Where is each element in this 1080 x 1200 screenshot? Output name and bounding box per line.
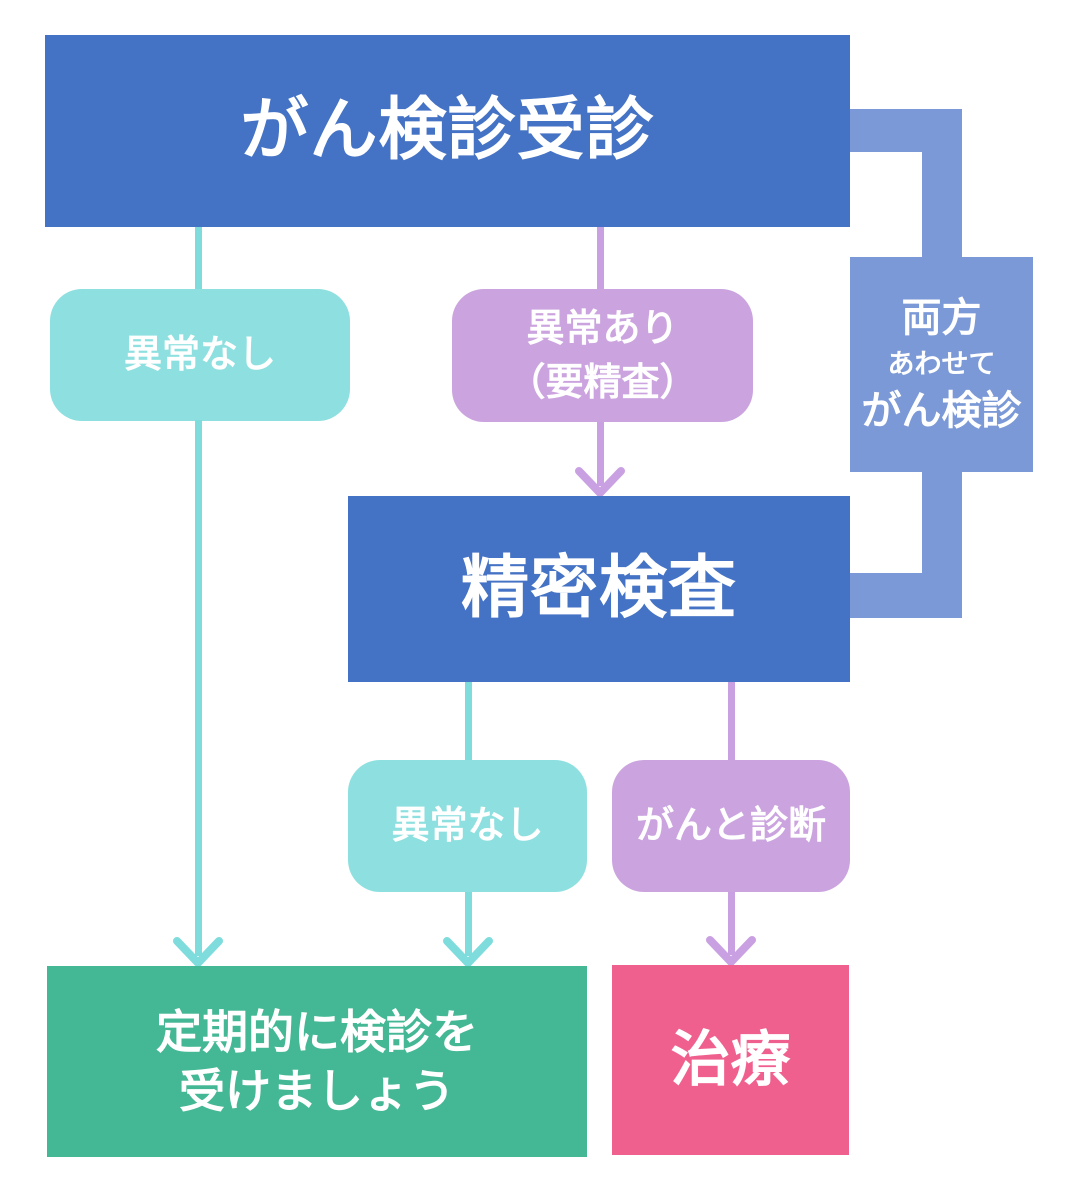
arrow-down-icon: [173, 937, 223, 967]
node-cancer-screening-label: がん検診受診: [240, 91, 655, 170]
node-abnormality-found: 異常あり （要精査）: [452, 289, 753, 422]
node-detailed-exam: 精密検査: [348, 496, 850, 682]
node-treatment: 治療: [612, 965, 849, 1155]
arrow-down-icon: [443, 937, 493, 967]
bracket-label-line1: 両方: [901, 295, 982, 341]
bracket-label-line3: がん検診: [861, 388, 1022, 434]
connector-cancer-diagnosis-to-treatment: [728, 892, 735, 955]
connector-no-abnormality-2-to-regular-checkup: [465, 892, 472, 956]
connector-detail-to-cancer-diagnosis: [728, 682, 735, 760]
bracket-label-both-screening: 両方 あわせて がん検診: [850, 257, 1033, 472]
connector-no-abnormality-1-to-regular-checkup: [195, 420, 202, 956]
node-regular-checkup: 定期的に検診を 受けましょう: [47, 966, 587, 1157]
node-regular-checkup-line1: 定期的に検診を: [156, 1004, 478, 1059]
bracket-label-line2: あわせて: [887, 349, 996, 380]
node-detailed-exam-label: 精密検査: [460, 549, 737, 628]
node-regular-checkup-line2: 受けましょう: [179, 1063, 455, 1118]
bracket-arm-bottom: [850, 573, 962, 618]
connector-detail-to-no-abnormality: [465, 682, 472, 760]
node-abnormality-line2: （要精査）: [507, 359, 698, 404]
node-no-abnormality-1-label: 異常なし: [123, 332, 276, 377]
arrow-down-icon: [706, 936, 756, 966]
node-no-abnormality-1: 異常なし: [50, 289, 350, 421]
node-cancer-diagnosis: がんと診断: [612, 760, 850, 892]
node-no-abnormality-2: 異常なし: [348, 760, 587, 892]
connector-screening-to-abnormality: [597, 227, 604, 289]
node-cancer-screening: がん検診受診: [45, 35, 850, 227]
node-no-abnormality-2-label: 異常なし: [391, 803, 544, 848]
connector-abnormality-to-detailed-exam: [597, 422, 604, 486]
node-treatment-label: 治療: [670, 1025, 791, 1095]
arrow-down-icon: [575, 467, 625, 497]
connector-screening-to-no-abnormality: [195, 227, 202, 289]
node-abnormality-line1: 異常あり: [526, 305, 679, 350]
node-cancer-diagnosis-label: がんと診断: [635, 803, 826, 848]
